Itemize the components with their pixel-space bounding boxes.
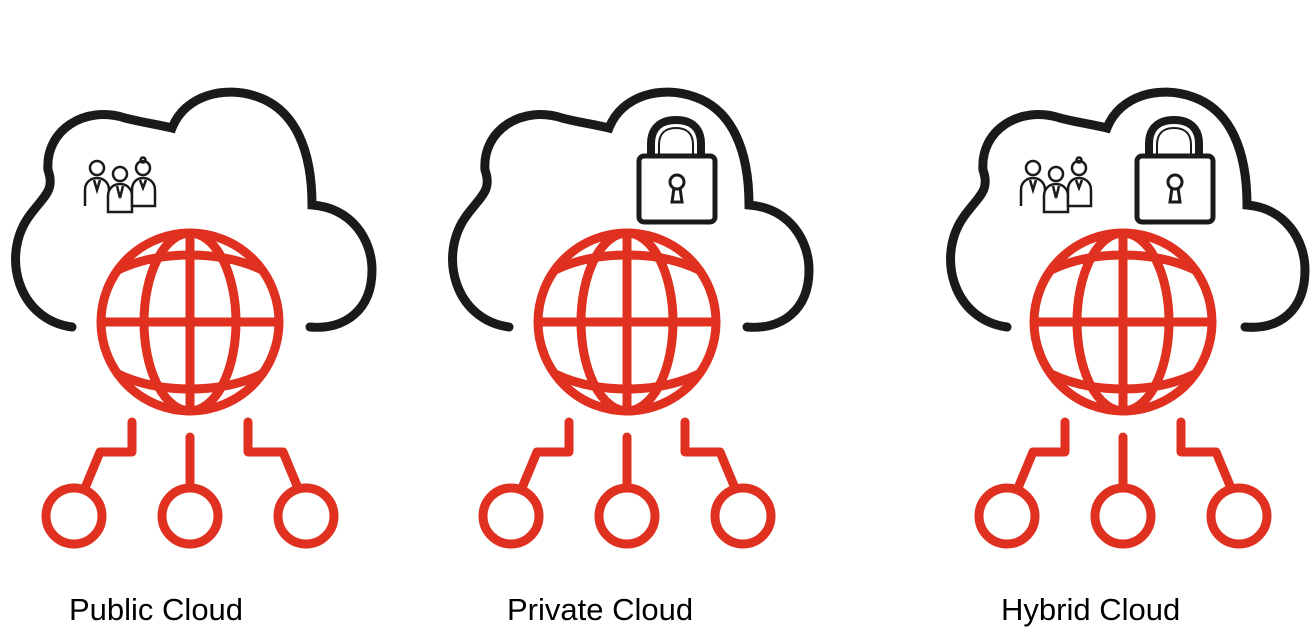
- private-cloud-diagram: [448, 87, 814, 549]
- panel-label: Private Cloud: [507, 592, 694, 627]
- panel-label: Public Cloud: [69, 592, 244, 627]
- public-cloud-diagram: [11, 87, 377, 549]
- hybrid-cloud-diagram: [946, 87, 1310, 549]
- hybrid-cloud-panel: Hybrid Cloud: [875, 0, 1313, 640]
- padlock-icon: [1134, 115, 1216, 225]
- people-icon: [1019, 156, 1093, 214]
- private-cloud-panel: Private Cloud: [437, 0, 875, 640]
- network-nodes-icon: [974, 417, 1272, 549]
- network-nodes-icon: [41, 417, 339, 549]
- network-nodes-icon: [478, 417, 776, 549]
- globe-icon: [1029, 228, 1217, 416]
- cloud-icon: [448, 87, 814, 332]
- public-cloud-panel: Public Cloud: [0, 0, 438, 640]
- people-icon: [83, 156, 157, 214]
- cloud-icon: [11, 87, 377, 332]
- cloud-icon: [946, 87, 1310, 332]
- padlock-icon: [636, 115, 718, 225]
- panel-label: Hybrid Cloud: [1001, 592, 1181, 627]
- globe-icon: [533, 228, 721, 416]
- globe-icon: [96, 228, 284, 416]
